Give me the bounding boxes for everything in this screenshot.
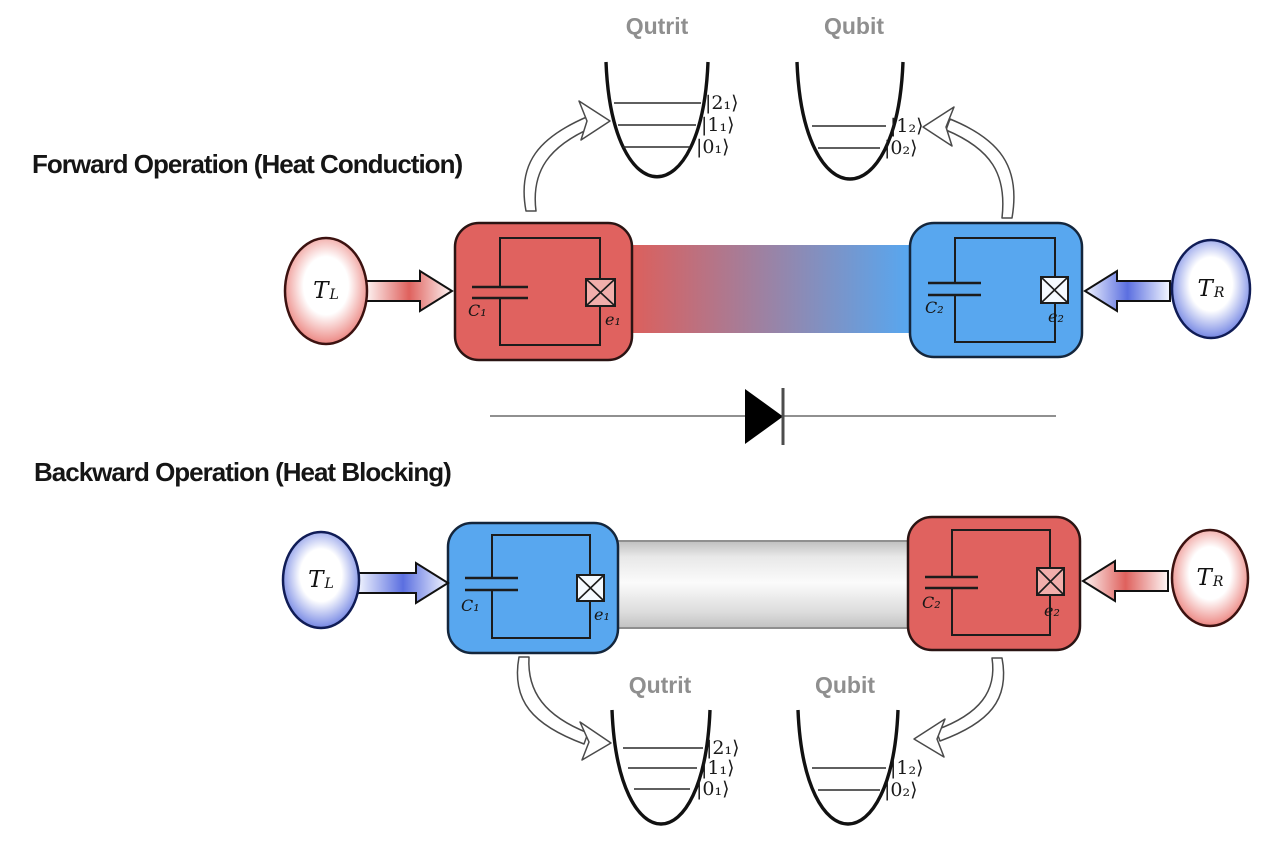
circuit-loop-wire [499,237,601,346]
forward-left-reservoir [283,236,369,346]
bottom-qubit-well [796,709,900,826]
temperature-subscript: L [329,287,339,303]
bottom-qubit-label: Qubit [814,672,876,698]
top-qubit-label: Qubit [823,13,885,39]
forward-right-heat-arrow-icon [1083,269,1171,313]
backward-right-reservoir [1170,528,1250,628]
capacitor-icon [472,285,528,300]
capacitor-icon [928,281,981,297]
forward-heat-link-bar [630,245,910,333]
josephson-junction-icon [585,278,616,307]
backward-right-circuit-box [906,515,1082,652]
energy-level-label: |0₁⟩ [696,778,730,800]
forward-qutrit-arrow-icon [523,100,611,212]
circuit-loop-wire [954,237,1056,343]
bottom-qutrit-well [610,709,712,826]
diode-triangle [745,389,783,444]
temperature-subscript: L [324,576,334,592]
diode-symbol [490,388,1056,445]
junction-label: e₁ [605,310,621,329]
forward-right-circuit-box [908,221,1084,359]
circuit-loop-wire [491,534,591,639]
temperature-symbol: T [1197,276,1213,302]
top-qubit-well [795,61,905,181]
forward-left-heat-arrow-icon [365,269,454,313]
energy-level-label: |0₁⟩ [696,136,730,158]
capacitor-label: C₁ [461,596,480,615]
forward-qubit-arrow-icon [922,106,1015,219]
temperature-subscript: R [1212,574,1224,590]
backward-right-heat-arrow-icon [1081,559,1169,603]
bottom-qutrit-label: Qutrit [628,672,692,698]
energy-level-label: |0₂⟩ [884,779,918,801]
capacitor-label: C₂ [922,593,941,612]
backward-blocked-link-bar [616,540,912,629]
backward-left-circuit-box [446,521,620,655]
backward-section-title: Backward Operation (Heat Blocking) [34,457,452,487]
capacitor-label: C₁ [468,301,487,320]
forward-left-circuit-box [453,221,634,362]
circuit-loop-wire [951,529,1051,636]
energy-level-label: |0₂⟩ [884,137,918,159]
top-qutrit-label: Qutrit [625,13,689,39]
junction-label: e₂ [1048,307,1064,326]
temperature-symbol: T [1196,565,1212,591]
capacitor-icon [465,576,518,592]
energy-level-label: |2₁⟩ [705,92,739,114]
temperature-symbol: T [308,567,324,593]
energy-level-label: |1₂⟩ [890,757,924,779]
josephson-junction-icon [576,574,605,602]
energy-level-label: |2₁⟩ [706,737,740,759]
capacitor-label: C₂ [925,298,944,317]
capacitor-icon [925,575,978,590]
josephson-junction-icon [1036,567,1065,596]
energy-level-label: |1₁⟩ [701,114,735,136]
backward-qubit-arrow-icon [913,657,1005,758]
backward-left-reservoir [281,530,361,630]
junction-label: e₁ [594,605,610,624]
energy-level-label: |1₂⟩ [890,115,924,137]
forward-right-reservoir [1170,238,1252,340]
forward-section-title: Forward Operation (Heat Conduction) [32,149,463,179]
josephson-junction-icon [1040,276,1069,304]
energy-level-label: |1₁⟩ [701,757,735,779]
backward-qutrit-arrow-icon [516,656,612,761]
temperature-symbol: T [313,278,329,304]
junction-label: e₂ [1044,601,1060,620]
temperature-subscript: R [1213,285,1225,301]
backward-left-heat-arrow-icon [357,561,450,605]
top-qutrit-well [604,61,710,179]
